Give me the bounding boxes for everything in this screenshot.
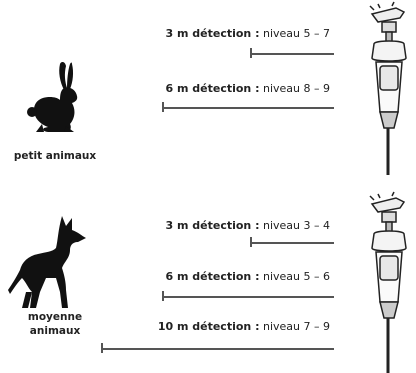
range-tick — [101, 343, 103, 353]
sprinkler-icon — [369, 1, 407, 175]
detection-row-medium-10m: 10 m détection : niveau 7 – 9 — [158, 320, 330, 333]
detection-level: niveau 5 – 6 — [259, 270, 330, 283]
detection-range: 6 m détection : — [165, 270, 260, 283]
range-tick — [250, 48, 252, 58]
detection-row-small-6m: 6 m détection : niveau 8 – 9 — [165, 82, 330, 95]
range-line-medium-10m — [101, 348, 334, 350]
detection-range: 3 m détection : — [165, 27, 260, 40]
detection-range: 6 m détection : — [165, 82, 260, 95]
medium-animal-label: moyenne animaux — [0, 311, 110, 338]
range-tick — [250, 237, 252, 247]
range-line-small-6m — [162, 107, 334, 109]
detection-level: niveau 5 – 7 — [259, 27, 330, 40]
medium-animal-label-line2: animaux — [29, 324, 81, 337]
sprinkler-icon — [369, 191, 407, 373]
detection-level: niveau 7 – 9 — [259, 320, 330, 333]
range-line-medium-3m — [250, 242, 334, 244]
rabbit-silhouette-icon — [27, 61, 78, 132]
medium-animal-label-line1: moyenne — [27, 311, 83, 323]
detection-level: niveau 3 – 4 — [259, 219, 330, 232]
detection-range: 3 m détection : — [165, 219, 260, 232]
detection-row-small-3m: 3 m détection : niveau 5 – 7 — [165, 27, 330, 40]
small-animal-label: petit animaux — [13, 150, 97, 162]
detection-row-medium-6m: 6 m détection : niveau 5 – 6 — [165, 270, 330, 283]
detection-level: niveau 8 – 9 — [259, 82, 330, 95]
range-tick — [162, 102, 164, 112]
range-line-medium-6m — [162, 296, 334, 298]
detection-range: 10 m détection : — [157, 320, 260, 333]
range-line-small-3m — [250, 53, 334, 55]
detection-row-medium-3m: 3 m détection : niveau 3 – 4 — [165, 219, 330, 232]
range-tick — [162, 291, 164, 301]
dog-silhouette-icon — [8, 216, 86, 308]
